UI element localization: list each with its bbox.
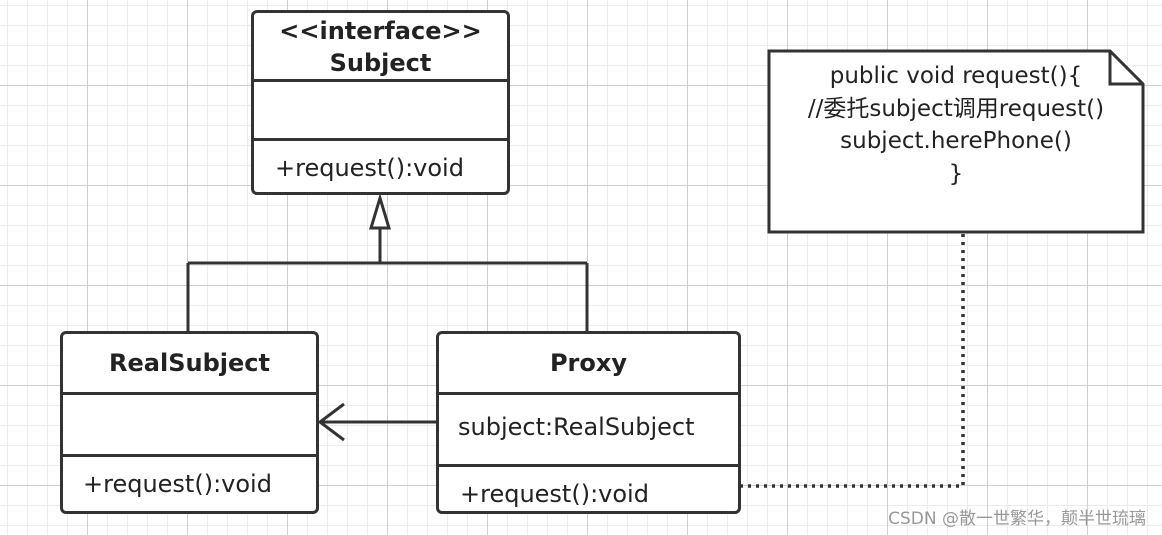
note-line: } <box>948 160 964 187</box>
subject-request-operation: +request():void <box>275 154 464 182</box>
proxy-subject-attribute: subject:RealSubject <box>458 413 695 441</box>
realsubject-name: RealSubject <box>109 349 270 377</box>
proxy-attributes: subject:RealSubject <box>439 392 738 465</box>
subject-interface-box[interactable]: <<interface>> Subject +request():void <box>251 10 510 195</box>
association-arrowhead-icon <box>317 402 345 442</box>
realsubject-header: RealSubject <box>63 334 316 394</box>
subject-operations: +request():void <box>254 138 507 192</box>
implementation-note[interactable]: public void request(){ //委托subject调用requ… <box>768 50 1144 234</box>
note-line: //委托subject调用request() <box>807 95 1105 122</box>
realsubject-operations: +request():void <box>63 454 316 511</box>
realization-arrowhead-icon <box>368 192 392 230</box>
realsubject-attributes <box>63 392 316 455</box>
subject-stereotype: <<interface>> <box>279 17 482 45</box>
proxy-header: Proxy <box>439 334 738 394</box>
note-shape <box>767 49 1145 234</box>
note-line: public void request(){ <box>829 63 1083 89</box>
realsubject-class-box[interactable]: RealSubject +request():void <box>60 331 319 514</box>
subject-attributes <box>254 79 507 139</box>
proxy-request-operation: +request():void <box>460 480 649 508</box>
proxy-operations: +request():void <box>439 464 738 511</box>
note-line: subject.herePhone() <box>840 128 1072 154</box>
proxy-class-box[interactable]: Proxy subject:RealSubject +request():voi… <box>436 331 741 514</box>
note-text: public void request(){ //委托subject调用requ… <box>768 60 1144 190</box>
note-anchor-line <box>740 234 965 488</box>
realsubject-request-operation: +request():void <box>83 470 272 498</box>
proxy-name: Proxy <box>549 349 628 377</box>
watermark-text: CSDN @散一世繁华，颠半世琉璃 <box>888 509 1146 529</box>
subject-header: <<interface>> Subject <box>254 13 507 80</box>
subject-name: Subject <box>329 49 432 77</box>
note-fold-icon <box>1108 51 1143 86</box>
